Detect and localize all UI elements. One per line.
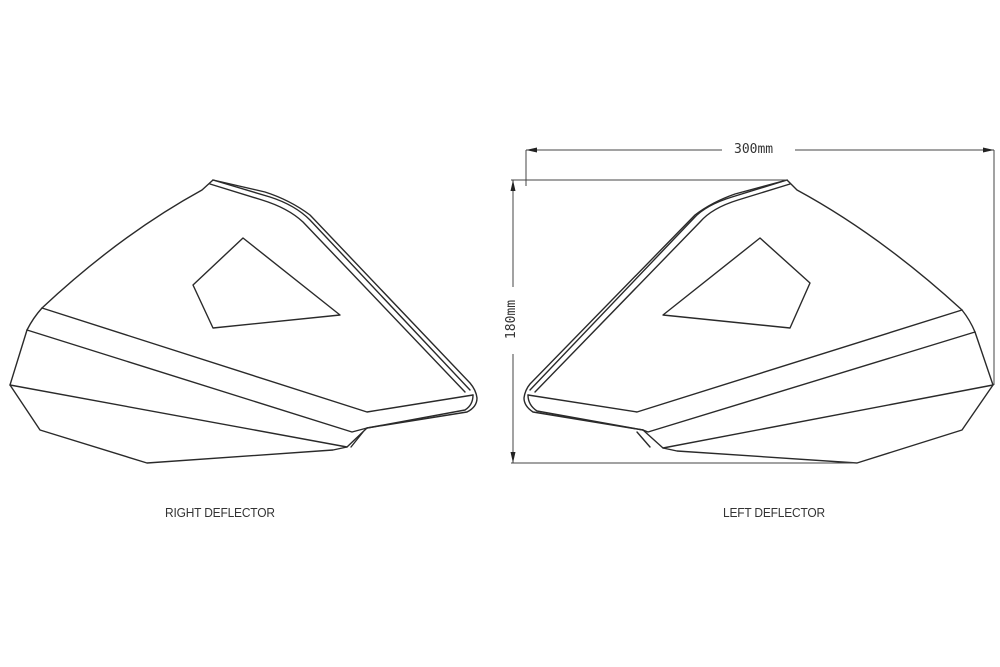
right-deflector-label: RIGHT DEFLECTOR: [165, 505, 275, 520]
left-deflector-drawing: [523, 179, 994, 464]
left-deflector-label: LEFT DEFLECTOR: [723, 505, 825, 520]
dimension-lines: [510, 147, 995, 464]
width-dimension-label: 300mm: [730, 142, 778, 157]
right-deflector-drawing: [9, 179, 478, 464]
height-dimension-label: 180mm: [504, 295, 520, 344]
